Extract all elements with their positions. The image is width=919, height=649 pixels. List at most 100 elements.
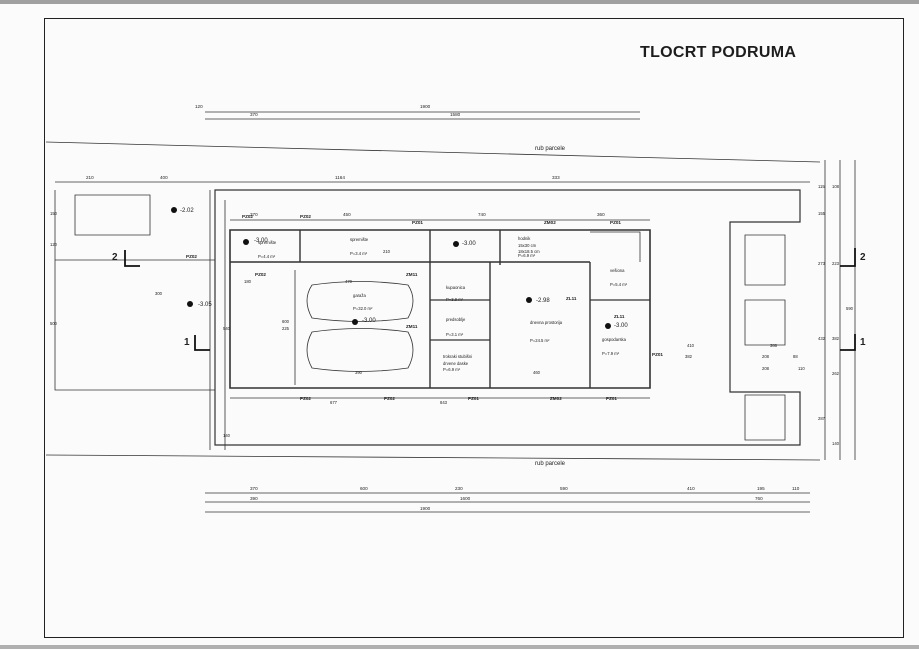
dim-top-5: 210 xyxy=(86,175,94,180)
room-spremiste-1-area: P=4.4 m² xyxy=(258,254,276,259)
dim-bottom-10: 760 xyxy=(755,496,763,501)
dim-right-7: 432 xyxy=(818,336,826,341)
dim-misc-470: 470 xyxy=(345,279,353,284)
dim-misc-382: 382 xyxy=(685,354,693,359)
tag-15: ZM02 xyxy=(550,396,562,401)
dim-right-10: 287 xyxy=(818,416,826,421)
room-spremiste-1: spremište xyxy=(258,240,277,245)
tag-5: PZ01 xyxy=(610,220,621,225)
dim-bottom-3: 230 xyxy=(455,486,463,491)
dim-misc-390: 390 xyxy=(355,370,363,375)
dim-misc-208b: 208 xyxy=(762,366,770,371)
dim-right-1: 115 xyxy=(818,184,825,189)
dim-top-2: 1900 xyxy=(420,104,431,109)
room-vesiona: vešiona xyxy=(610,268,625,273)
dim-misc-210: 210 xyxy=(383,249,391,254)
main-block xyxy=(229,229,651,389)
tag-12: PZ02 xyxy=(300,396,311,401)
right-room-bottom xyxy=(744,394,786,441)
tag-16: PZ01 xyxy=(606,396,617,401)
level-4: -3.05 xyxy=(198,302,212,308)
room-garaza: garaža xyxy=(353,293,366,298)
drawing-title: TLOCRT PODRUMA xyxy=(640,44,797,61)
dim-top-8: 333 xyxy=(552,175,560,180)
level-1: -2.02 xyxy=(180,208,194,214)
dim-misc-tile1: 15x30 cm xyxy=(518,243,537,248)
tag-7: PZ02 xyxy=(255,272,266,277)
room-hodnik: hodnik xyxy=(518,236,531,241)
level-symbols xyxy=(171,207,611,329)
right-room-top xyxy=(744,234,786,286)
dim-misc-88: 88 xyxy=(793,354,798,359)
room-stubiste: trokraki stubišni xyxy=(443,354,472,359)
dim-left-5: 540 xyxy=(223,326,231,331)
dim-bottom-8: 390 xyxy=(250,496,258,501)
boundary-label-top: rub parcele xyxy=(535,146,566,152)
dim-top-6: 400 xyxy=(160,175,168,180)
dim-bottom-9: 1600 xyxy=(460,496,471,501)
dim-misc-110: 110 xyxy=(798,366,805,371)
dim-left-3: 300 xyxy=(155,291,163,296)
room-vesiona-area: P=5.4 m² xyxy=(610,282,628,287)
scan-edge-top xyxy=(0,0,919,4)
tag-3: PZ01 xyxy=(412,220,423,225)
dim-inner-3: 740 xyxy=(478,212,486,217)
section-label-2-left: 2 xyxy=(112,252,118,263)
level-3: -3.00 xyxy=(462,241,476,247)
tag-6: PZ02 xyxy=(186,254,197,259)
dim-misc-410: 410 xyxy=(687,343,695,348)
dim-bottom-1: 370 xyxy=(250,486,258,491)
room-stubiste-area: P=6.9 m² xyxy=(443,367,461,372)
room-kupaonica-area: P=3.9 m² xyxy=(446,297,464,302)
dim-right-2: 155 xyxy=(818,211,826,216)
drawing-frame xyxy=(44,18,904,638)
dim-misc-600: 600 xyxy=(282,319,290,324)
dim-left-4: 500 xyxy=(50,321,58,326)
dim-left-6: 140 xyxy=(223,433,231,438)
stair-block xyxy=(590,231,641,262)
dim-right-9: 262 xyxy=(832,371,840,376)
car-2 xyxy=(306,328,414,372)
dim-bottom-2: 600 xyxy=(360,486,368,491)
dim-bottom-4: 590 xyxy=(560,486,568,491)
tag-1: PZ02 xyxy=(242,214,253,219)
dim-bottom-total: 1900 xyxy=(420,506,431,511)
room-dnevni-area: P=24.5 m² xyxy=(530,338,550,343)
tag-10: ZL11 xyxy=(566,296,577,301)
room-stubiste-sub: drvene daske xyxy=(443,361,469,366)
dim-bottom-5: 410 xyxy=(687,486,695,491)
tag-13: PZ02 xyxy=(384,396,395,401)
building-outline xyxy=(214,189,801,446)
right-room-mid xyxy=(744,299,786,346)
room-predsoblje: predsoblje xyxy=(446,317,466,322)
dim-top-1: 120 xyxy=(195,104,203,109)
dim-right-3: 108 xyxy=(832,184,840,189)
dim-right-6: 223 xyxy=(832,261,840,266)
room-predsoblje-area: P=3.1 m² xyxy=(446,332,464,337)
dim-inner-4: 360 xyxy=(597,212,605,217)
room-gospodarska-area: P=7.9 m² xyxy=(602,351,620,356)
dim-top-4: 1580 xyxy=(450,112,461,117)
tag-4: ZM02 xyxy=(544,220,556,225)
dim-misc-tile2: 18x18.5 cm xyxy=(518,249,540,254)
room-dnevni: dnevna prostorija xyxy=(530,320,563,325)
level-6: -2.98 xyxy=(536,298,550,304)
section-label-1-right: 1 xyxy=(860,337,866,348)
tag-9: ZM11 xyxy=(406,324,418,329)
dim-misc-180: 180 xyxy=(244,279,252,284)
dim-misc-386: 386 xyxy=(770,343,778,348)
dim-misc-843: 843 xyxy=(440,400,448,405)
room-spremiste-2: spremište xyxy=(350,237,369,242)
parcel-line-top xyxy=(45,141,821,163)
room-spremiste-2-area: P=3.4 m² xyxy=(350,251,368,256)
dim-right-11: 140 xyxy=(832,441,840,446)
tag-17: PZ01 xyxy=(652,352,663,357)
tag-11: ZL11 xyxy=(614,314,625,319)
tag-8: ZM11 xyxy=(406,272,418,277)
room-hodnik-area: P=6.9 m² xyxy=(518,253,536,258)
boundary-label-bottom: rub parcele xyxy=(535,461,566,467)
level-7: -3.00 xyxy=(614,323,628,329)
scan-edge-bottom xyxy=(0,645,919,649)
